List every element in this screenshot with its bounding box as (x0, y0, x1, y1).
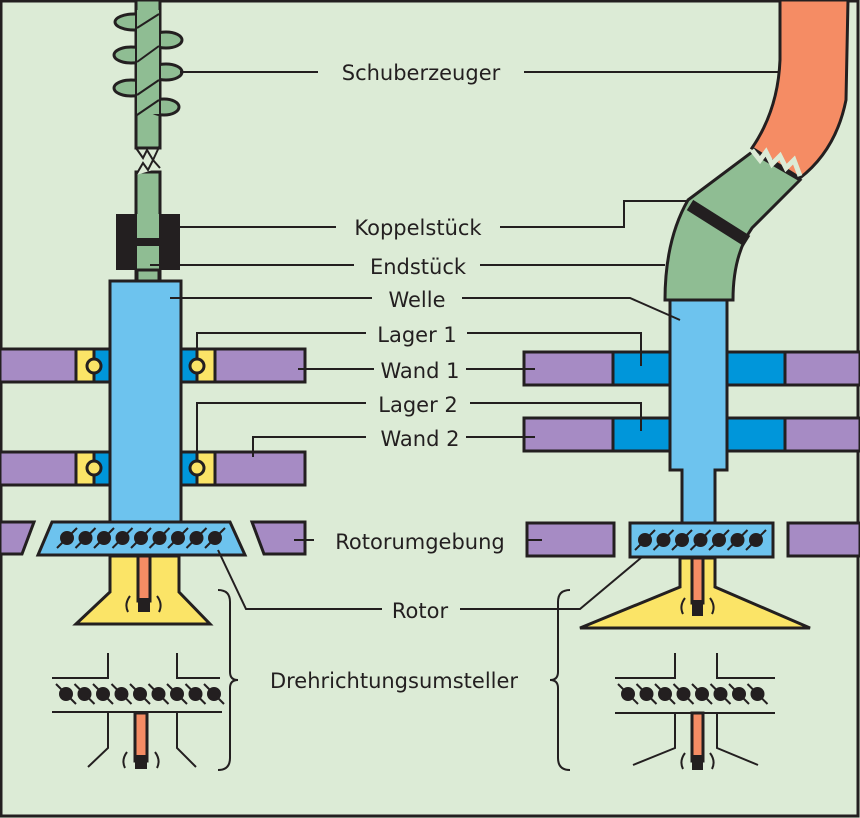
right-coupling (686, 199, 751, 247)
left-rotor-surround-b (249, 520, 307, 556)
label-wand2: Wand 2 (381, 427, 460, 451)
left-wall-1 (0, 347, 307, 384)
rotor-blade-stroke (73, 683, 96, 705)
rotor-blade-stroke (689, 529, 712, 551)
label-drehrichtungsumsteller: Drehrichtungsumsteller (270, 669, 518, 693)
rotor-blade-stroke (148, 527, 171, 549)
right-assembly (522, 0, 860, 770)
rotor-blade-stroke (635, 683, 658, 705)
label-lager1: Lager 1 (377, 323, 457, 347)
rotor-blade-stroke (691, 683, 713, 705)
rotor-blade-stroke (111, 527, 134, 549)
left-brace (217, 589, 239, 771)
rotor-blade-stroke (185, 527, 208, 549)
left-rotor-surround-a (0, 520, 37, 556)
rotor-blade-stroke (203, 683, 225, 705)
label-welle: Welle (388, 288, 445, 312)
label-endstueck: Endstück (370, 255, 467, 279)
right-flexible-hose (749, 0, 850, 180)
right-rotor-surround-b (786, 521, 860, 558)
rotor-blade-stroke (654, 683, 676, 705)
rotor-blade-stroke (110, 683, 133, 705)
right-rotor (628, 521, 775, 559)
label-rotorumgebung: Rotorumgebung (335, 530, 505, 554)
rotor-blade-stroke (672, 683, 695, 705)
right-wall-2 (522, 416, 860, 453)
left-rotor (35, 520, 248, 557)
right-reverser-cone (579, 556, 811, 630)
leader-lines (150, 71, 780, 771)
rotor-blade-stroke (130, 527, 152, 549)
label-wand1: Wand 1 (381, 359, 460, 383)
rotor-blade-stroke (726, 529, 749, 551)
rotor-blade-stroke (167, 527, 189, 549)
rotor-blade-stroke (92, 683, 114, 705)
label-schuberzeuger: Schuberzeuger (342, 61, 501, 85)
label-koppelstueck: Koppelstück (354, 216, 482, 240)
label-lager2: Lager 2 (378, 393, 458, 417)
left-shaft (108, 279, 183, 528)
left-assembly (0, 0, 307, 769)
rotor-blade-stroke (617, 683, 639, 705)
rotor-blade-stroke (709, 683, 732, 705)
rotor-blade-stroke (93, 527, 115, 549)
rotor-blade-stroke (56, 527, 78, 549)
right-reverser-lower (615, 653, 775, 770)
rotor-blade-stroke (634, 529, 656, 551)
rotor-blade-stroke (708, 529, 730, 551)
right-wall-1 (522, 350, 860, 387)
rotor-blade-stroke (671, 529, 693, 551)
left-wall-2 (0, 450, 307, 487)
right-brace (549, 589, 571, 771)
rotor-blade-stroke (147, 683, 170, 705)
rotor-blade-stroke (55, 683, 77, 705)
rotor-blade-stroke (74, 527, 97, 549)
labels: Schuberzeuger Koppelstück Endstück Welle… (270, 61, 518, 693)
label-rotor: Rotor (392, 599, 449, 623)
left-reverser-lower (52, 653, 225, 769)
rotor-blade-stroke (746, 683, 769, 705)
rotor-blade-stroke (184, 683, 207, 705)
left-coupling (116, 214, 180, 284)
rotor-blade-stroke (166, 683, 188, 705)
rotor-blade-stroke (129, 683, 151, 705)
rotor-blade-stroke (204, 527, 226, 549)
rotor-blade-stroke (745, 529, 767, 551)
rotor-blade-stroke (652, 529, 675, 551)
left-reverser-cone (72, 554, 214, 626)
rotor-blade-stroke (728, 683, 750, 705)
